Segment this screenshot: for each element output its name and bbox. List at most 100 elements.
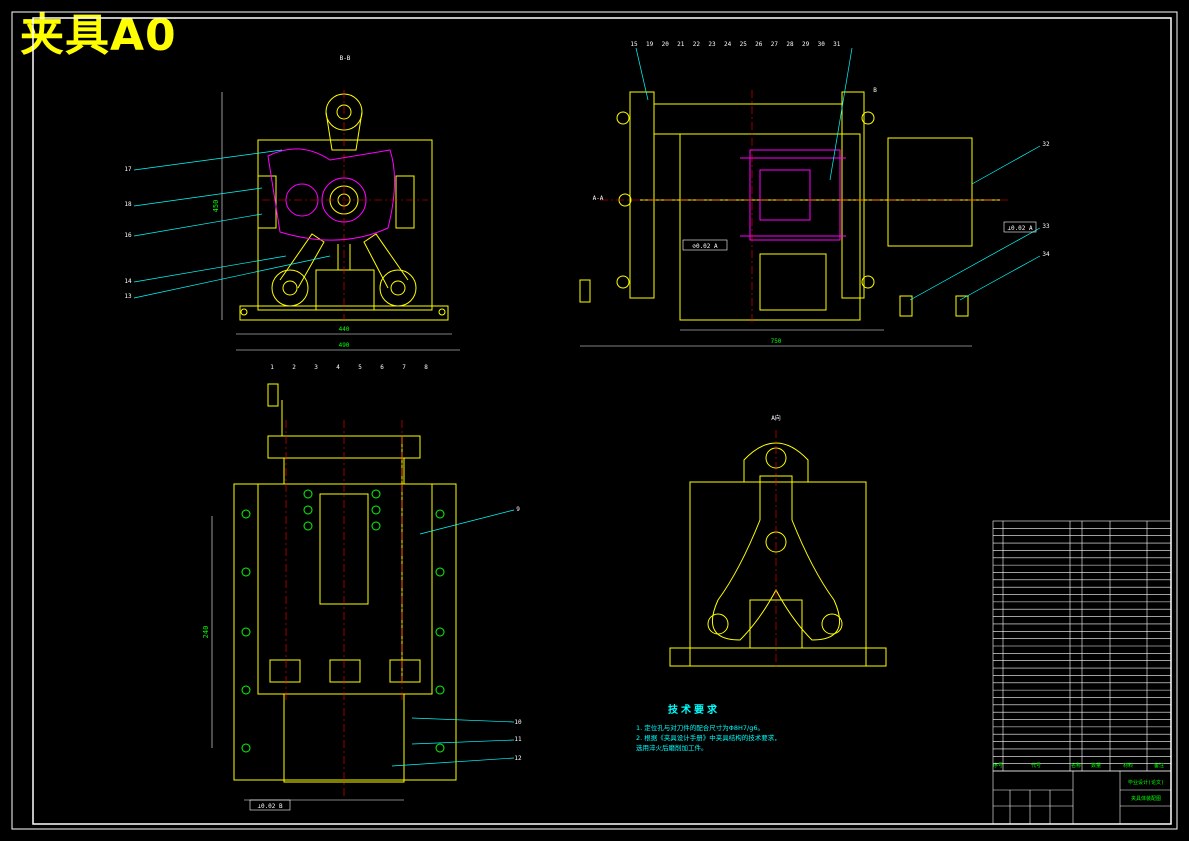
bottom-view-centerlines	[285, 420, 403, 796]
bolt-hole	[371, 489, 381, 499]
balloon-bottomright-12: 12	[514, 755, 522, 762]
balloon-top-27: 27	[771, 41, 779, 48]
balloon-front-17: 17	[124, 166, 132, 173]
top-right-screw-2	[955, 295, 969, 317]
top-hidden-chamber	[749, 149, 841, 241]
balloon-top-26: 26	[755, 41, 763, 48]
bolt-hole	[435, 743, 445, 753]
bottom-nut-r	[389, 659, 421, 683]
view-label-aa: A-A	[593, 195, 604, 202]
balloon-top-30: 30	[818, 41, 826, 48]
a-view-center-block	[749, 599, 803, 649]
parts-header-4: 材料	[1123, 762, 1133, 769]
front-left-roller-hub	[282, 280, 298, 296]
bolt-hole	[241, 509, 251, 519]
balloon-bottomright-11: 11	[514, 736, 522, 743]
balloon-top-23: 23	[708, 41, 716, 48]
front-right-arm	[363, 233, 409, 289]
bottom-lever-handle	[267, 383, 279, 407]
balloon-top-24: 24	[724, 41, 732, 48]
balloon-top-20: 20	[662, 41, 670, 48]
balloon-top-25: 25	[740, 41, 748, 48]
parts-header-3: 数量	[1091, 762, 1101, 769]
tech-requirement-2: 2. 根据《夹具设计手册》中夹具结构的技术要求，	[636, 734, 781, 742]
a-view-pin-left	[707, 613, 729, 635]
drawing-title: 夹具A0	[20, 10, 177, 61]
front-view-centerlines	[262, 90, 428, 320]
front-right-clamp	[395, 175, 415, 229]
top-bolt-lr	[861, 275, 875, 289]
balloon-bottom-7: 7	[402, 364, 406, 371]
balloon-top-31: 31	[833, 41, 841, 48]
outer-frame	[11, 11, 1178, 830]
balloon-bottom-4: 4	[336, 364, 340, 371]
front-right-roller	[379, 269, 417, 307]
view-label-b: B	[873, 87, 877, 94]
balloon-front-13: 13	[124, 293, 132, 300]
bottom-view-holes	[241, 489, 445, 753]
balloon-topright-32: 32	[1042, 141, 1050, 148]
tolerance-frame-1: ⊘0.02 A	[692, 243, 718, 250]
top-left-handle	[579, 279, 591, 303]
title-block-school: 毕业设计(论文)	[1128, 779, 1164, 786]
bottom-view	[233, 383, 457, 783]
balloon-bottom-6: 6	[380, 364, 384, 371]
parts-header-0: 序号	[993, 762, 1003, 769]
bottom-nut-c	[329, 659, 361, 683]
bottom-view-dims	[211, 516, 404, 801]
tech-requirement-1: 1. 定位孔与对刀件的配合尺寸为Φ8H7/g6。	[636, 724, 764, 732]
parts-list	[992, 520, 1172, 772]
balloon-bottom-5: 5	[358, 364, 362, 371]
balloon-bottomright-10: 10	[514, 719, 522, 726]
front-left-roller	[271, 269, 309, 307]
top-bolt-ur	[861, 111, 875, 125]
front-hidden-profile	[267, 148, 396, 241]
balloon-top-15: 15	[630, 41, 638, 48]
parts-header-2: 名称	[1071, 762, 1081, 769]
balloon-top-29: 29	[802, 41, 810, 48]
bolt-hole	[303, 505, 313, 515]
parts-header-5: 备注	[1154, 762, 1164, 769]
a-view-body	[689, 481, 867, 667]
bottom-view-leaders	[391, 509, 515, 767]
top-view-leaders	[635, 47, 1041, 301]
inner-frame	[32, 17, 1172, 825]
bolt-hole	[371, 505, 381, 515]
tech-requirement-3: 选用淬火后磨削加工件。	[636, 744, 708, 752]
balloon-topright-34: 34	[1042, 251, 1050, 258]
bolt-hole	[371, 521, 381, 531]
bolt-hole	[241, 743, 251, 753]
bolt-hole	[435, 627, 445, 637]
balloon-bottom-3: 3	[314, 364, 318, 371]
top-left-column	[629, 91, 655, 299]
title-block	[992, 770, 1172, 825]
front-left-clamp	[257, 175, 277, 229]
balloon-top-28: 28	[786, 41, 794, 48]
front-right-roller-hub	[390, 280, 406, 296]
balloon-bottom-1: 1	[270, 364, 274, 371]
top-view-dims	[580, 329, 972, 347]
top-view	[579, 91, 1000, 321]
dim-front-height: 450	[212, 200, 220, 213]
tech-requirements-heading: 技术要求	[668, 705, 720, 716]
dim-bottom-height: 240	[202, 626, 210, 639]
front-foot-bolt-l	[240, 308, 248, 316]
a-view-pin-right	[821, 613, 843, 635]
title-block-drawing-name: 夹具体装配图	[1131, 795, 1161, 802]
bolt-hole	[241, 567, 251, 577]
top-view-centerlines	[600, 90, 1010, 322]
view-label-a: A向	[771, 414, 781, 422]
balloon-front-18: 18	[124, 201, 132, 208]
bolt-hole	[303, 521, 313, 531]
balloon-front-16: 16	[124, 232, 132, 239]
balloon-top-22: 22	[693, 41, 701, 48]
top-lower-block	[759, 253, 827, 311]
top-side-housing	[887, 137, 973, 247]
parts-header-1: 代号	[1031, 762, 1041, 769]
dim-front-width: 440	[339, 326, 350, 333]
tolerance-frame-2: ⊥0.02 A	[1007, 225, 1033, 232]
front-view-dims	[221, 92, 460, 351]
dim-front-overall: 490	[339, 342, 350, 349]
